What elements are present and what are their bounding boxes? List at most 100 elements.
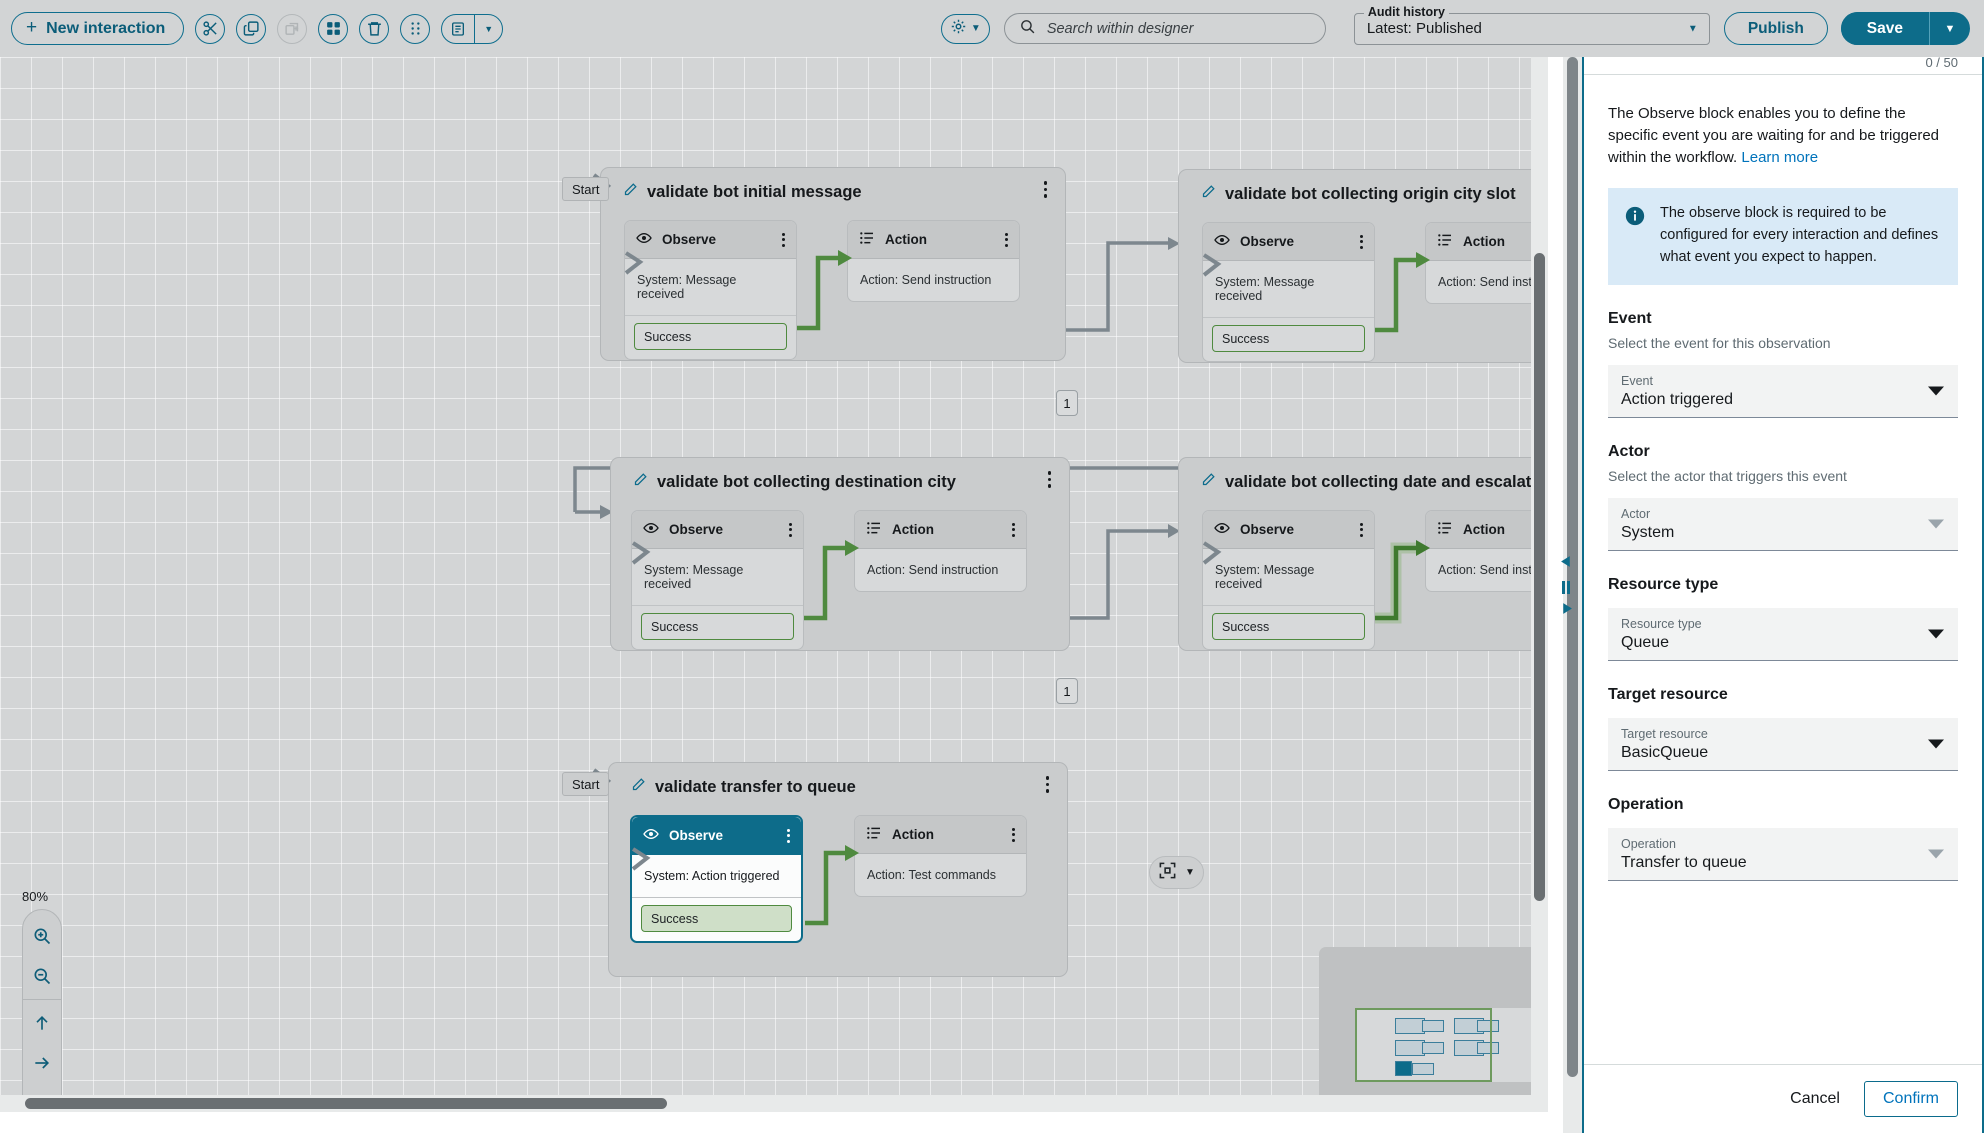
branch-success[interactable]: Success: [1212, 613, 1365, 640]
observe-block-menu-button[interactable]: [782, 232, 785, 247]
gear-icon[interactable]: [950, 18, 967, 40]
chevron-down-icon[interactable]: ▼: [1687, 23, 1698, 34]
search-input[interactable]: [1044, 19, 1311, 38]
pencil-icon[interactable]: [623, 182, 638, 202]
zoom-in-button[interactable]: [22, 916, 62, 956]
workflow-canvas[interactable]: validate bot initial message Observe Sys…: [0, 57, 1548, 1112]
chevron-down-icon[interactable]: [1928, 386, 1944, 395]
fit-view-caret-icon[interactable]: ▼: [1185, 867, 1195, 878]
pencil-icon[interactable]: [1201, 472, 1216, 492]
cancel-button[interactable]: Cancel: [1776, 1083, 1854, 1115]
fit-to-screen-icon[interactable]: [1158, 861, 1177, 885]
copy-icon[interactable]: [236, 13, 267, 44]
interaction-group[interactable]: validate transfer to queue Observe Syste…: [608, 762, 1068, 977]
collapse-left-icon[interactable]: [1560, 555, 1573, 573]
section-title: Resource type: [1608, 575, 1719, 593]
eye-icon: [643, 520, 659, 539]
actor-select[interactable]: Actor System: [1608, 497, 1958, 551]
observe-block-title: Observe: [662, 232, 717, 247]
branch-success[interactable]: Success: [641, 905, 792, 932]
action-block[interactable]: Action Action: Test commands: [854, 815, 1027, 897]
canvas-horizontal-scrollbar-thumb[interactable]: [25, 1098, 667, 1109]
pencil-icon[interactable]: [1201, 184, 1216, 204]
canvas-vertical-scrollbar[interactable]: [1531, 57, 1548, 1095]
action-block[interactable]: Action Action: Send instruc: [1425, 510, 1548, 592]
audit-history-select[interactable]: Audit history Latest: Published ▼: [1353, 4, 1710, 45]
drag-bars-icon[interactable]: [1561, 581, 1571, 594]
chevron-down-icon[interactable]: [1928, 629, 1944, 638]
connector-badge[interactable]: 1: [1056, 390, 1078, 416]
event-select[interactable]: Event Action triggered: [1608, 364, 1958, 418]
field-value: Queue: [1621, 633, 1670, 651]
chevron-down-icon[interactable]: [1928, 519, 1944, 528]
action-block[interactable]: Action Action: Send instruction: [847, 220, 1020, 302]
publish-button[interactable]: Publish: [1723, 12, 1828, 45]
pan-up-button[interactable]: [22, 1003, 62, 1043]
delete-icon[interactable]: [359, 13, 390, 44]
panel-description-text: The Observe block enables you to define …: [1608, 105, 1940, 166]
interaction-group[interactable]: validate bot collecting destination city…: [610, 457, 1070, 651]
settings-dropdown-group[interactable]: ▼: [940, 13, 990, 44]
branch-success[interactable]: Success: [634, 323, 787, 350]
save-caret-icon[interactable]: ▼: [1944, 22, 1956, 35]
interaction-group[interactable]: validate bot initial message Observe Sys…: [600, 167, 1066, 361]
action-block[interactable]: Action Action: Send instruc: [1425, 222, 1548, 304]
save-button[interactable]: Save: [1840, 12, 1930, 45]
action-block-header: Action: [855, 511, 1026, 549]
observe-block-menu-button[interactable]: [787, 828, 790, 843]
branch-success[interactable]: Success: [641, 613, 794, 640]
action-block-menu-button[interactable]: [1012, 522, 1015, 537]
group-menu-button[interactable]: [1047, 471, 1051, 488]
canvas-horizontal-scrollbar[interactable]: [0, 1095, 1548, 1112]
notes-icon[interactable]: [442, 14, 476, 43]
pan-right-button[interactable]: [22, 1043, 62, 1083]
grid-blocks-icon[interactable]: [318, 13, 349, 44]
confirm-button[interactable]: Confirm: [1863, 1081, 1958, 1117]
panel-outer-scrollbar[interactable]: [1563, 57, 1582, 1133]
action-block[interactable]: Action Action: Send instruction: [854, 510, 1027, 592]
pencil-icon[interactable]: [631, 777, 646, 797]
minimap[interactable]: [1319, 947, 1548, 1112]
interaction-group[interactable]: validate bot collecting date and escalat…: [1178, 457, 1548, 651]
search-input-wrapper[interactable]: [1003, 13, 1326, 44]
observe-block[interactable]: Observe System: Message received Success: [631, 510, 804, 650]
observe-block-header: Observe: [632, 511, 803, 549]
group-menu-button[interactable]: [1043, 181, 1047, 198]
branch-success[interactable]: Success: [1212, 325, 1365, 352]
observe-block[interactable]: Observe System: Message received Success: [624, 220, 797, 360]
cut-icon[interactable]: [195, 13, 226, 44]
drag-handle-icon[interactable]: [400, 13, 431, 44]
minimap-node-selected: [1395, 1061, 1412, 1076]
pencil-icon[interactable]: [633, 472, 648, 492]
target-resource-select[interactable]: Target resource BasicQueue: [1608, 717, 1958, 771]
observe-block[interactable]: Observe System: Message received Success: [1202, 222, 1375, 362]
fit-view-control[interactable]: ▼: [1149, 856, 1204, 889]
zoom-out-button[interactable]: [22, 956, 62, 996]
group-menu-button[interactable]: [1045, 776, 1049, 793]
action-block-menu-button[interactable]: [1012, 827, 1015, 842]
new-interaction-button[interactable]: + New interaction: [11, 12, 185, 45]
chevron-down-icon[interactable]: [1928, 849, 1944, 858]
minimap-viewport[interactable]: [1355, 1008, 1492, 1082]
interaction-group[interactable]: validate bot collecting origin city slot…: [1178, 169, 1548, 363]
panel-scroll-area[interactable]: The Observe block enables you to define …: [1584, 75, 1982, 1064]
observe-block-menu-button[interactable]: [789, 522, 792, 537]
observe-block-menu-button[interactable]: [1360, 234, 1363, 249]
operation-select[interactable]: Operation Transfer to queue: [1608, 827, 1958, 881]
observe-block-selected[interactable]: Observe System: Action triggered Success: [630, 815, 803, 943]
observe-block[interactable]: Observe System: Message received Success: [1202, 510, 1375, 650]
action-block-menu-button[interactable]: [1005, 232, 1008, 247]
resource-type-select[interactable]: Resource type Queue: [1608, 607, 1958, 661]
group-title-text: validate bot collecting origin city slot: [1225, 184, 1516, 203]
learn-more-link[interactable]: Learn more: [1741, 148, 1819, 166]
canvas-vertical-scrollbar-thumb[interactable]: [1534, 253, 1545, 901]
observe-block-menu-button[interactable]: [1360, 522, 1363, 537]
chevron-down-icon[interactable]: [1928, 739, 1944, 748]
connector-badge[interactable]: 1: [1056, 678, 1078, 704]
panel-footer: Cancel Confirm: [1584, 1064, 1982, 1133]
notes-caret-icon[interactable]: ▼: [484, 23, 494, 34]
panel-outer-scrollbar-thumb[interactable]: [1567, 57, 1578, 1077]
settings-caret-icon[interactable]: ▼: [970, 23, 981, 34]
collapse-right-icon[interactable]: [1560, 602, 1573, 620]
panel-resize-handle[interactable]: [1557, 555, 1575, 620]
